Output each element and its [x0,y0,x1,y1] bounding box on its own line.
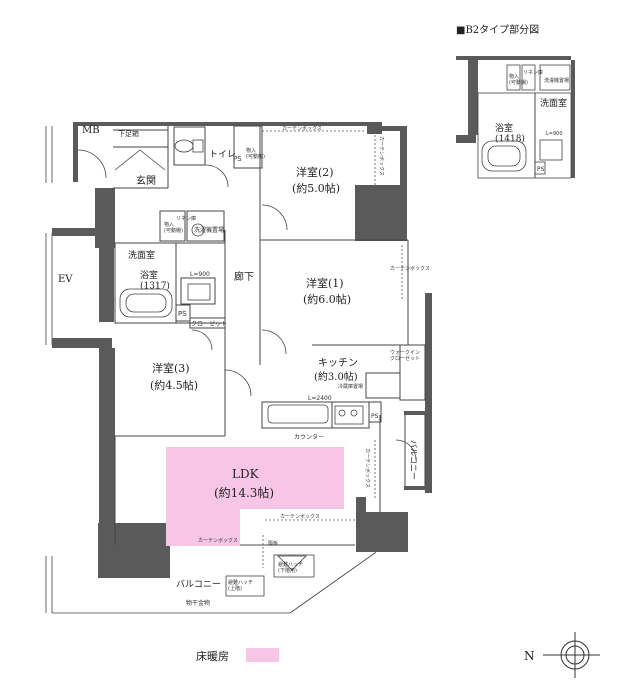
storage-wash-label: 物入(可動棚) [164,221,183,234]
bed3-name: 洋室(3) [152,361,190,375]
inset-bath: 浴室(1418) [495,122,525,144]
ldk-name: LDK [232,467,260,481]
storage-toilet-label: 物入(可動棚) [246,147,265,160]
curtain-box-v3-label: カーテンボックス [364,448,371,488]
curtain-box-v2-label: カーテンボックス [390,265,430,272]
hatches [225,554,315,597]
ldk-size: (約14.3帖) [214,485,274,500]
floor-heating-area [166,447,344,546]
inset-washer: 洗濯機置場 [544,77,569,84]
curtain-box-ldk-label: カーテンボックス [280,513,320,520]
inset-lavatory: L=900 [546,131,563,137]
inset-linen: リネン庫 [523,69,543,76]
fixtures [119,139,364,425]
context-lines [45,126,381,614]
ps1-label: PS [233,155,242,163]
counter-label: カウンター [294,433,324,441]
bed2-name: 洋室(2) [296,165,334,179]
doors [77,149,417,461]
inset-ps: PS [537,166,545,173]
washer-label: 洗濯機置場 [194,226,224,234]
ps3-label: PS [371,413,379,420]
dividing-wall-label: 隔板 [268,540,278,547]
toilet-label: トイレ [209,150,236,160]
bath-label: 浴室(1317) [140,269,170,291]
bed3-size: (約4.5帖) [150,378,198,392]
compass-north-label: N [524,649,535,663]
lavatory-label: L=900 [190,271,210,278]
walkin-label: ウォークインクローゼット [390,349,420,362]
curtain-box-bottom-label: カーテンボックス [198,537,238,544]
hallway-label: 廊下 [234,270,254,283]
linen-label: リネン庫 [176,215,196,222]
bed2-size: (約5.0帖) [292,181,340,195]
ps2-label: PS [178,310,187,318]
room-labels: MB 下足箱 玄関 トイレ PS 物入(可動棚) カーテンボックス 洋室(2) … [58,125,430,607]
inset-diagram: ■B2タイプ部分図 物入(可動棚) リネン庫 洗濯機置場 洗面室 浴室(1418… [456,23,575,179]
balcony-side-label: バルコニー [409,440,418,480]
legend-swatch [246,648,279,662]
kitchen-size: (約3.0帖) [314,370,358,383]
washroom-label: 洗面室 [128,249,155,261]
closet-label: クローゼット [191,320,227,328]
counter-len-label: L=2400 [308,395,332,402]
entrance-label: 玄関 [136,174,156,187]
legend-label: 床暖房 [196,649,229,663]
hatch1-label: 避難ハッチ(上階) [228,579,253,592]
fridge-label: 冷蔵庫置場 [338,383,363,390]
curtain-box-top-label: カーテンボックス [282,125,322,132]
kitchen-name: キッチン [318,357,358,369]
walls [52,122,432,578]
mb-label: MB [82,125,100,136]
curtain-box-v1-label: カーテンボックス [378,136,385,176]
legend: 床暖房 [196,648,279,663]
ev-label: EV [58,274,73,285]
bed1-name: 洋室(1) [306,276,344,290]
balcony-label: バルコニー [176,579,221,590]
inset-storage: 物入(可動棚) [509,73,528,86]
compass: N [524,632,600,678]
hatch2-label: 避難ハッチ(下階用) [278,561,303,574]
inset-title: ■B2タイプ部分図 [456,23,539,36]
bed1-size: (約6.0帖) [303,292,351,306]
vertical-labels: カーテンボックス カーテンボックス バルコニー [364,136,418,488]
shoebox-label: 下足箱 [118,129,139,138]
inset-washroom: 洗面室 [540,97,567,109]
clothes-pole-label: 物干金物 [186,599,210,607]
